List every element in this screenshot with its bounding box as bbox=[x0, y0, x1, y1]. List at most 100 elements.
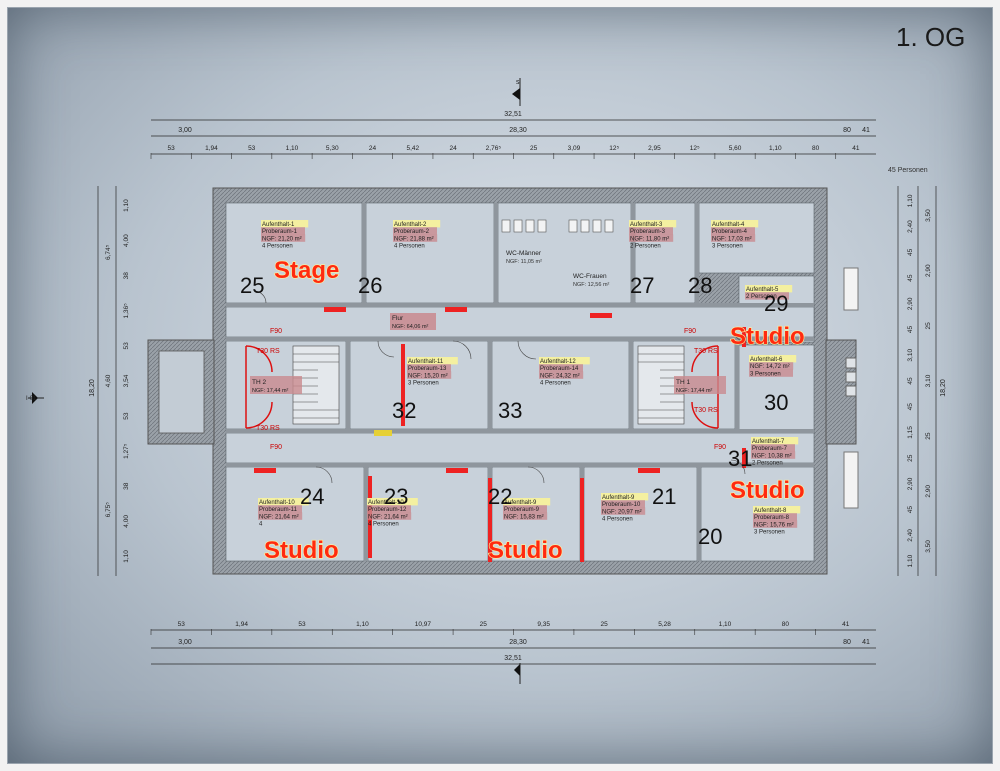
dimension-value: 3,54 bbox=[123, 374, 130, 387]
north-label: s bbox=[516, 79, 520, 86]
room-info-line: Aufenthalt-5 bbox=[746, 287, 779, 293]
corridor-area: NGF: 64,06 m² bbox=[392, 324, 429, 330]
dimension-value: 3,10 bbox=[925, 374, 932, 387]
left-dimension-texts: 18,20 bbox=[89, 379, 96, 397]
dimension-value: 53 bbox=[298, 621, 306, 628]
room-info-line: NGF: 14,72 m² bbox=[750, 364, 790, 370]
room-info-line: Proberaum-7 bbox=[752, 446, 788, 452]
dimension-value: 2,90 bbox=[907, 297, 914, 310]
dimension-lines bbox=[97, 119, 937, 665]
dimension-value: 1,10 bbox=[719, 621, 732, 628]
corridor-chip bbox=[390, 313, 436, 330]
fire-label-f90-bl: F90 bbox=[270, 444, 282, 451]
th2-title: TH 2 bbox=[252, 379, 266, 386]
dimension-value: 3,50 bbox=[925, 209, 932, 222]
corridor-title: Flur bbox=[392, 315, 404, 322]
room-area-chip bbox=[753, 513, 797, 521]
room-title-chip bbox=[261, 220, 309, 228]
room-number: 33 bbox=[498, 398, 522, 423]
dimension-value: 45 bbox=[907, 274, 914, 282]
plan-frame: 1. OG 45 Personen s I-01 32,51 3,00 28,3… bbox=[8, 8, 992, 763]
room-info-line: Aufenthalt-11 bbox=[408, 359, 444, 365]
room-area-chip bbox=[258, 505, 302, 513]
room-info-line: Proberaum-1 bbox=[262, 229, 298, 235]
dimension-value: 9,35 bbox=[537, 621, 550, 628]
room-area-chip bbox=[393, 234, 438, 242]
overall-width: 32,51 bbox=[504, 111, 522, 118]
dimension-value: 4,60 bbox=[105, 374, 112, 387]
room-title-chip bbox=[503, 498, 551, 506]
fire-label-t30-tl: T30 RS bbox=[256, 348, 280, 355]
room-area-chip bbox=[261, 227, 305, 235]
dimension-value: 53 bbox=[123, 342, 130, 350]
room-area-chip bbox=[711, 227, 755, 235]
room-info-line: Proberaum-12 bbox=[368, 507, 407, 513]
room-area-chip bbox=[711, 234, 756, 242]
dimension-value: 4,00 bbox=[123, 515, 130, 528]
dim-bottom-3: 80 bbox=[843, 639, 851, 646]
room-area-chip bbox=[749, 369, 793, 377]
dimension-value: 2,90 bbox=[925, 485, 932, 498]
dimension-value: 25 bbox=[530, 145, 538, 152]
dimension-value: 1,10 bbox=[769, 145, 782, 152]
room-number: 21 bbox=[652, 484, 676, 509]
room-area-chip bbox=[753, 520, 798, 528]
dimension-value: 4,00 bbox=[123, 234, 130, 247]
room-info-line: Aufenthalt-7 bbox=[752, 439, 785, 445]
wc-women-area: NGF: 12,56 m² bbox=[573, 282, 610, 288]
room-number: 31 bbox=[728, 446, 752, 471]
south-arrow-icon bbox=[514, 663, 521, 684]
dimension-value: 12⁵ bbox=[609, 145, 619, 152]
room-info-line: NGF: 24,32 m² bbox=[540, 373, 580, 379]
room-title-chip bbox=[711, 220, 759, 228]
dimension-value: 1,15 bbox=[907, 426, 914, 439]
room-use-tag: Studio bbox=[264, 537, 339, 564]
room-info-line: NGF: 15,83 m² bbox=[504, 514, 544, 520]
room-info-line: NGF: 17,03 m² bbox=[712, 236, 752, 242]
room-info-line: 2 Personen bbox=[752, 461, 783, 467]
dimension-value: 1,36⁵ bbox=[123, 303, 130, 319]
room-area-chip bbox=[503, 512, 548, 520]
room-title-chip bbox=[393, 220, 441, 228]
dimension-value: 1,10 bbox=[123, 199, 130, 212]
dimension-value: 12⁵ bbox=[690, 145, 700, 152]
fire-label-f90-tl: F90 bbox=[270, 328, 282, 335]
room-info-line: NGF: 10,38 m² bbox=[752, 453, 792, 459]
room-number: 27 bbox=[630, 273, 654, 298]
room-area-chip bbox=[393, 227, 437, 235]
room-info-line: NGF: 21,20 m² bbox=[262, 236, 302, 242]
room-info-line: 4 Personen bbox=[368, 522, 399, 528]
overall-height-left: 18,20 bbox=[89, 379, 96, 397]
dimension-value: 2,40 bbox=[907, 220, 914, 233]
dimension-value: 1,10 bbox=[356, 621, 369, 628]
room-number: 28 bbox=[688, 273, 712, 298]
yellow-marker bbox=[374, 430, 392, 436]
dimension-value: 2,90 bbox=[907, 477, 914, 490]
room-info-line: Proberaum-8 bbox=[754, 515, 790, 521]
room-number: 26 bbox=[358, 273, 382, 298]
room-info-line: 3 Personen bbox=[712, 244, 743, 250]
dimension-value: 41 bbox=[852, 145, 860, 152]
room-number: 32 bbox=[392, 398, 416, 423]
room-info-line: 4 Personen bbox=[262, 244, 293, 250]
room-info-line: NGF: 20,97 m² bbox=[602, 509, 642, 515]
room-area-chip bbox=[601, 507, 646, 515]
overall-height-right: 18,20 bbox=[940, 379, 947, 397]
section-mark-label: I-01 bbox=[26, 396, 37, 402]
section-mark-icon bbox=[28, 392, 44, 404]
room-area-chip bbox=[749, 362, 794, 370]
room-info-line: 4 bbox=[259, 522, 263, 528]
room-number: 24 bbox=[300, 484, 324, 509]
room-info-line: 3 Personen bbox=[750, 371, 781, 377]
dimension-value: 53 bbox=[248, 145, 256, 152]
dimension-value: 6,75⁵ bbox=[105, 502, 112, 518]
th2-chip bbox=[250, 376, 302, 394]
dimension-value: 45 bbox=[907, 248, 914, 256]
dimension-value: 25 bbox=[925, 322, 932, 330]
